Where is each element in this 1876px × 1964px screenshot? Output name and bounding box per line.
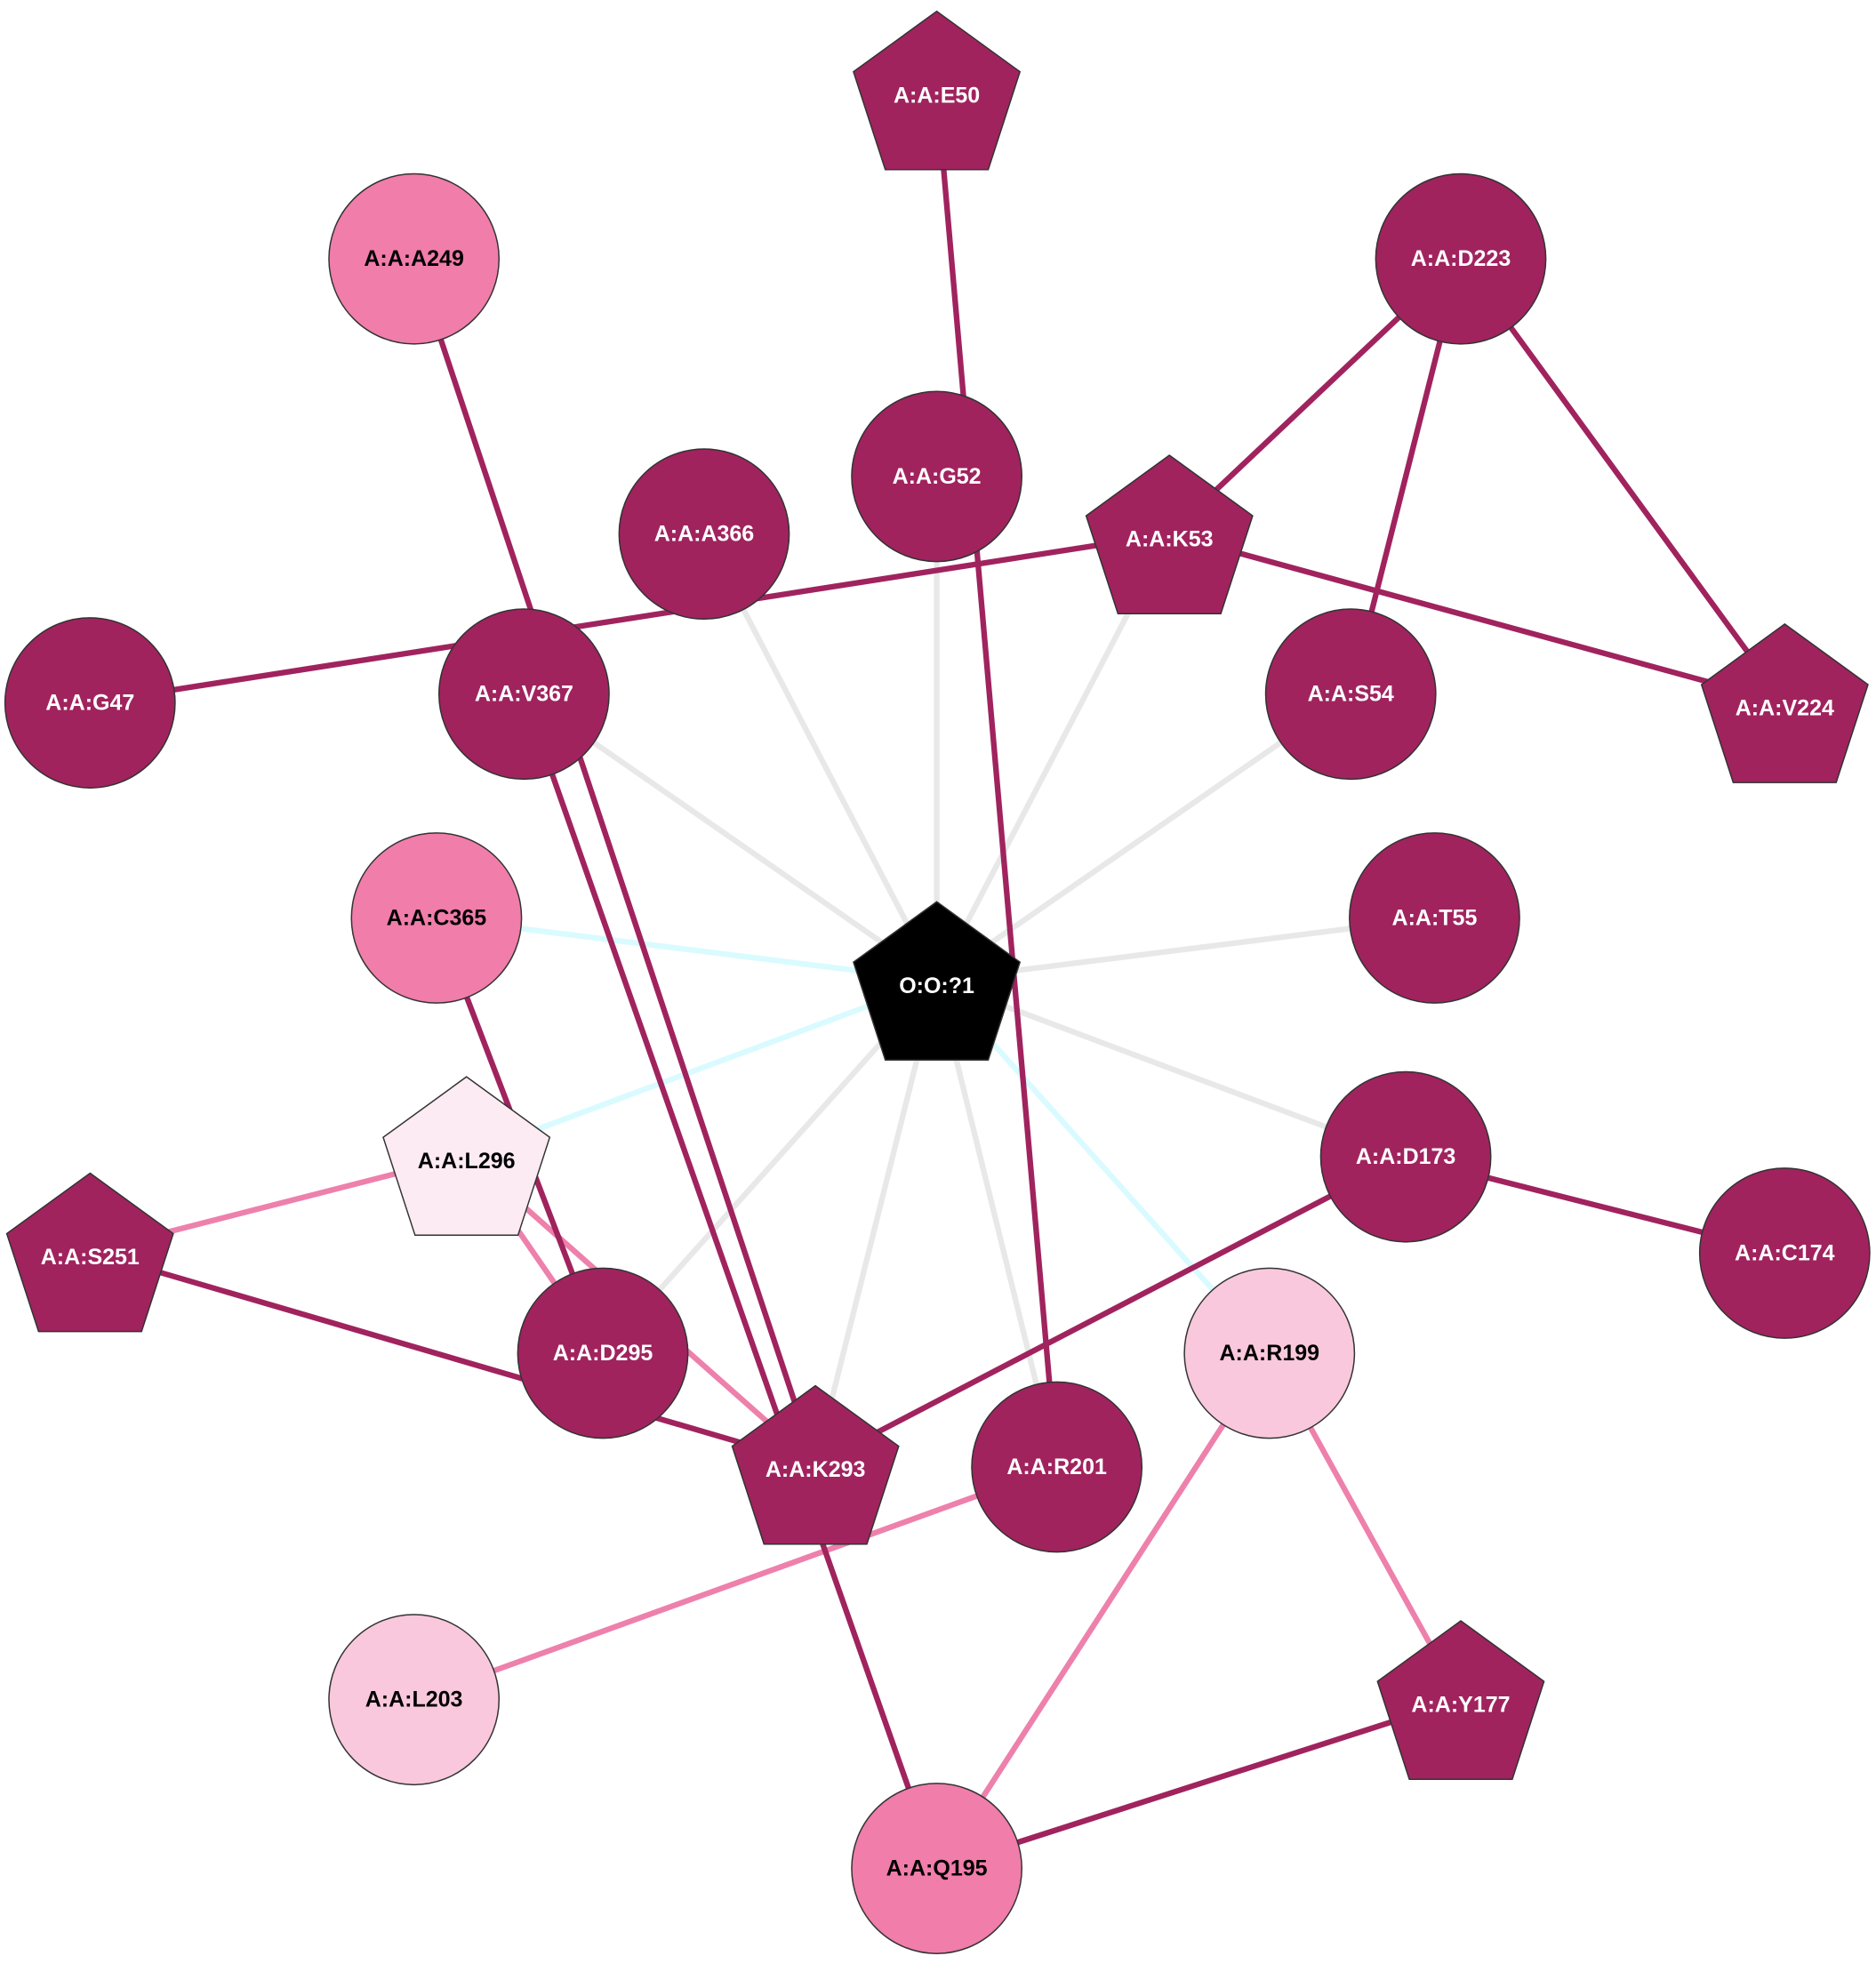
node-S54[interactable]: A:A:S54 xyxy=(1264,608,1437,781)
circle-shape xyxy=(350,832,523,1004)
edge-V367-Q195 xyxy=(521,691,940,1872)
circle-shape xyxy=(1698,1167,1871,1339)
node-label: A:A:K293 xyxy=(766,1457,866,1482)
node-label: A:A:Q195 xyxy=(886,1856,988,1881)
node-R199[interactable]: A:A:R199 xyxy=(1183,1267,1356,1439)
node-D173[interactable]: A:A:D173 xyxy=(1319,1070,1492,1243)
circle-shape xyxy=(1183,1267,1356,1439)
pentagon-shape xyxy=(853,10,1022,171)
edge-K53-G47 xyxy=(87,531,1173,706)
circle-shape xyxy=(437,608,610,781)
pentagon-shape xyxy=(1700,622,1869,783)
node-Y177[interactable]: A:A:Y177 xyxy=(1376,1620,1545,1780)
node-O1[interactable]: O:O:?1 xyxy=(853,901,1022,1062)
pentagon-shape xyxy=(853,901,1022,1062)
node-label: A:A:S251 xyxy=(41,1245,140,1270)
node-A249[interactable]: A:A:A249 xyxy=(328,172,501,345)
node-label: A:A:Y177 xyxy=(1411,1693,1510,1718)
node-label: A:A:R199 xyxy=(1220,1341,1320,1366)
circle-shape xyxy=(851,390,1022,563)
node-T55[interactable]: A:A:T55 xyxy=(1349,832,1520,1004)
node-G47[interactable]: A:A:G47 xyxy=(4,617,176,789)
circle-shape xyxy=(1264,608,1437,781)
edge-O1-K293 xyxy=(812,977,940,1468)
node-label: A:A:E50 xyxy=(894,83,980,108)
node-V367[interactable]: A:A:V367 xyxy=(437,608,610,781)
node-label: A:A:R201 xyxy=(1006,1455,1107,1479)
edge-R201-L203 xyxy=(411,1463,1060,1703)
pentagon-shape xyxy=(382,1076,551,1237)
node-label: A:A:D173 xyxy=(1356,1144,1456,1169)
edge-A249-K293 xyxy=(411,256,819,1468)
edge-R199-Q195 xyxy=(934,1350,1272,1872)
node-K293[interactable]: A:A:K293 xyxy=(731,1384,900,1545)
node-L296[interactable]: A:A:L296 xyxy=(382,1076,551,1237)
circle-shape xyxy=(4,617,176,789)
circle-shape xyxy=(1319,1070,1492,1243)
circle-shape xyxy=(1375,172,1547,345)
node-A366[interactable]: A:A:A366 xyxy=(618,448,790,621)
edge-K53-V224 xyxy=(1166,531,1788,706)
node-R201[interactable]: A:A:R201 xyxy=(971,1381,1143,1553)
circle-shape xyxy=(1349,832,1520,1004)
circle-shape xyxy=(851,1783,1022,1954)
node-label: A:A:D295 xyxy=(553,1341,653,1366)
node-D295[interactable]: A:A:D295 xyxy=(517,1267,689,1439)
node-K53[interactable]: A:A:K53 xyxy=(1085,454,1254,614)
node-label: A:A:A249 xyxy=(364,246,464,271)
node-C174[interactable]: A:A:C174 xyxy=(1698,1167,1871,1339)
edge-Y177-Q195 xyxy=(934,1696,1464,1872)
circle-shape xyxy=(618,448,790,621)
pentagon-shape xyxy=(1376,1620,1545,1780)
node-V224[interactable]: A:A:V224 xyxy=(1700,622,1869,783)
node-label: A:A:L296 xyxy=(418,1149,516,1174)
node-label: A:A:G47 xyxy=(45,691,134,716)
edge-E50-R201 xyxy=(934,87,1060,1471)
edge-O1-L296 xyxy=(463,977,940,1158)
node-L203[interactable]: A:A:L203 xyxy=(328,1614,501,1786)
circle-shape xyxy=(517,1267,689,1439)
node-D223[interactable]: A:A:D223 xyxy=(1375,172,1547,345)
node-label: A:A:G52 xyxy=(893,464,982,489)
edge-D223-V224 xyxy=(1457,256,1788,706)
node-Q195[interactable]: A:A:Q195 xyxy=(851,1783,1022,1954)
node-label: A:A:K53 xyxy=(1126,527,1214,552)
node-label: A:A:S54 xyxy=(1308,682,1394,707)
node-label: A:A:L203 xyxy=(365,1687,463,1712)
node-S251[interactable]: A:A:S251 xyxy=(5,1172,174,1333)
node-label: A:A:T55 xyxy=(1392,905,1478,930)
node-E50[interactable]: A:A:E50 xyxy=(853,10,1022,171)
circle-shape xyxy=(328,1614,501,1786)
edge-D173-K293 xyxy=(812,1154,1409,1468)
node-label: O:O:?1 xyxy=(899,974,974,998)
circle-shape xyxy=(971,1381,1143,1553)
node-label: A:A:A366 xyxy=(654,522,755,547)
pentagon-shape xyxy=(731,1384,900,1545)
circle-shape xyxy=(328,172,501,345)
node-label: A:A:V224 xyxy=(1736,696,1834,721)
node-label: A:A:C174 xyxy=(1735,1240,1835,1265)
node-label: A:A:D223 xyxy=(1411,246,1511,271)
node-label: A:A:V367 xyxy=(475,682,573,707)
edge-S251-K293 xyxy=(87,1248,819,1468)
node-label: A:A:C365 xyxy=(387,905,487,930)
pentagon-shape xyxy=(5,1172,174,1333)
pentagon-shape xyxy=(1085,454,1254,614)
node-G52[interactable]: A:A:G52 xyxy=(851,390,1022,563)
node-C365[interactable]: A:A:C365 xyxy=(350,832,523,1004)
